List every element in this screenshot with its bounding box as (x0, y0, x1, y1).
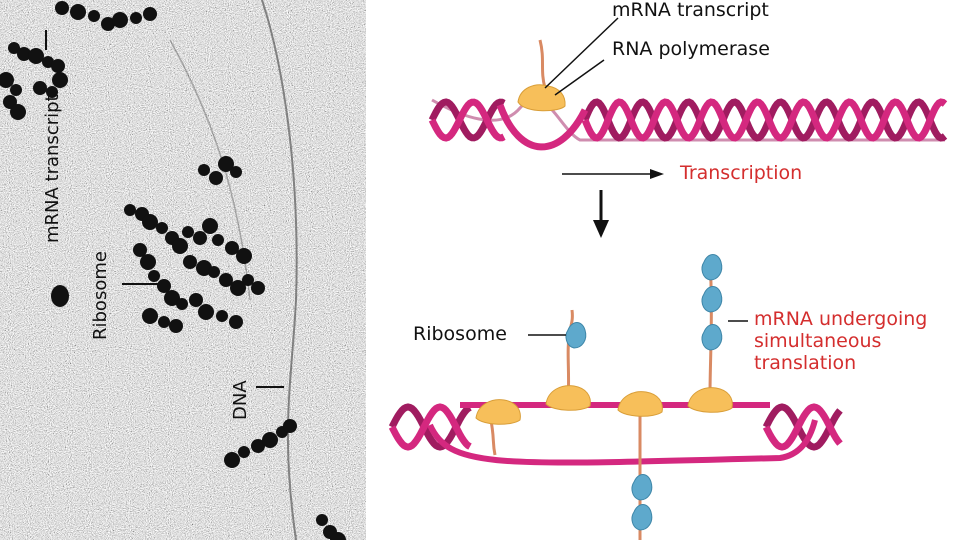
ribosome (631, 504, 653, 531)
upper-dna-helix (428, 98, 948, 151)
rna-polymerase (687, 387, 733, 413)
rna-polymerase-label: RNA polymerase (612, 38, 770, 60)
translation-line-3: translation (754, 352, 857, 374)
translation-line-2: simultaneous (754, 330, 882, 352)
ribosome-label: Ribosome (413, 323, 507, 345)
transcription-label: Transcription (680, 162, 803, 184)
mrna-transcript-label: mRNA transcript (612, 0, 769, 21)
ribosome-clusters (0, 1, 346, 540)
mrna-strands-bottom (488, 254, 713, 540)
rna-polymerase (475, 399, 521, 425)
ribosome (701, 254, 723, 281)
rna-polymerase (545, 385, 591, 411)
ribosome (631, 474, 653, 501)
translation-label: mRNA undergoing simultaneous translation (754, 308, 927, 374)
rna-polymerase-top (517, 84, 566, 112)
mrna-strand-top (538, 39, 547, 89)
micrograph-image (0, 0, 366, 540)
electron-micrograph: mRNA transcript Ribosome DNA (0, 0, 366, 540)
dna-strand (261, 0, 298, 540)
ribosome (701, 324, 723, 351)
translation-line-1: mRNA undergoing (754, 308, 928, 330)
ribosome (701, 286, 723, 313)
lower-dna-helix (388, 402, 843, 466)
ribosome (565, 322, 587, 349)
rna-polymerases-bottom (475, 385, 733, 425)
ribosomes-bottom (565, 254, 723, 531)
rna-polymerase (617, 391, 663, 417)
